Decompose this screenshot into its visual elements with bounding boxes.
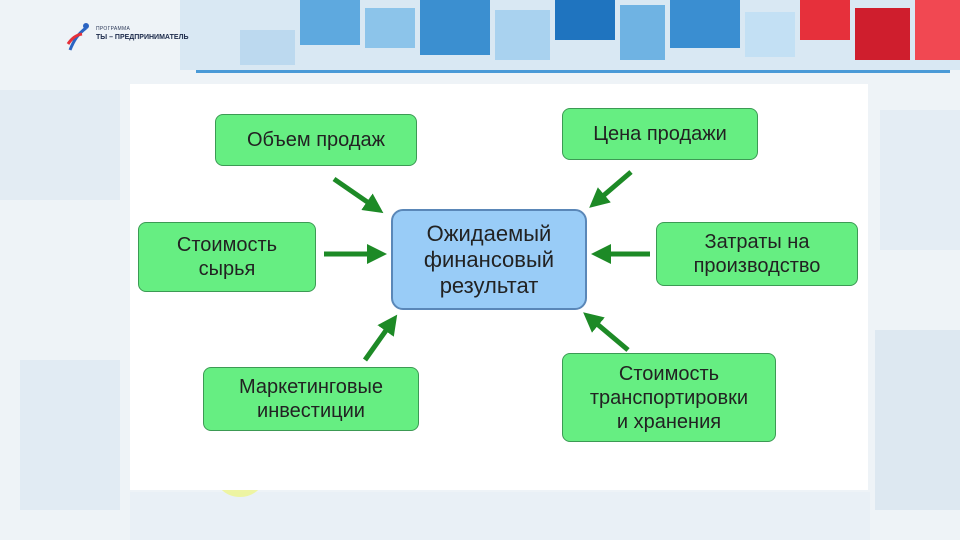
factor-transport: Стоимость транспортировки и хранения bbox=[562, 353, 776, 442]
runner-logo-icon bbox=[66, 23, 89, 51]
logo-main-text: ТЫ – ПРЕДПРИНИМАТЕЛЬ bbox=[96, 34, 189, 41]
logo-small-text: ПРОГРАММА bbox=[96, 26, 131, 32]
factor-marketing: Маркетинговые инвестиции bbox=[203, 367, 419, 431]
factor-raw-cost: Стоимость сырья bbox=[138, 222, 316, 292]
program-logo: ПРОГРАММА ТЫ – ПРЕДПРИНИМАТЕЛЬ bbox=[64, 20, 224, 60]
factor-sales-volume: Объем продаж bbox=[215, 114, 417, 166]
factor-production-costs: Затраты на производство bbox=[656, 222, 858, 286]
factor-sale-price: Цена продажи bbox=[562, 108, 758, 160]
expected-financial-result: Ожидаемый финансовый результат bbox=[391, 209, 587, 310]
